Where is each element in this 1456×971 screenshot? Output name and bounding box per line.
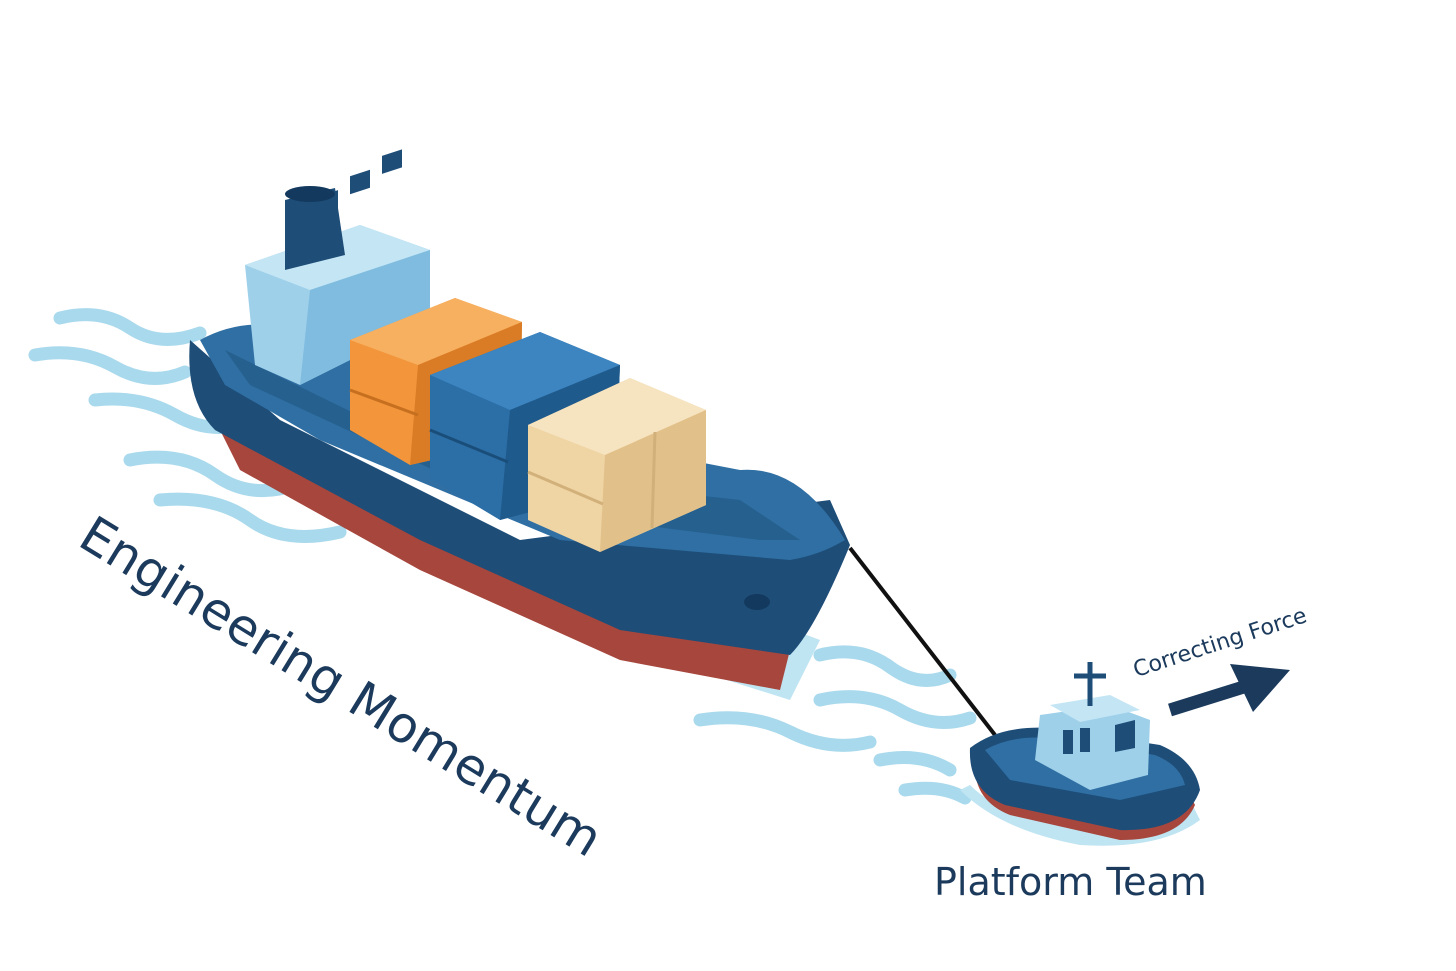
arrow-right-icon [1168,664,1290,717]
tugboat-icon [969,662,1200,840]
cargo-ship-icon [189,149,851,690]
container-beige [527,378,706,552]
tow-rope [848,546,997,737]
platform-team-label: Platform Team [934,860,1207,904]
water-wake [28,308,977,805]
